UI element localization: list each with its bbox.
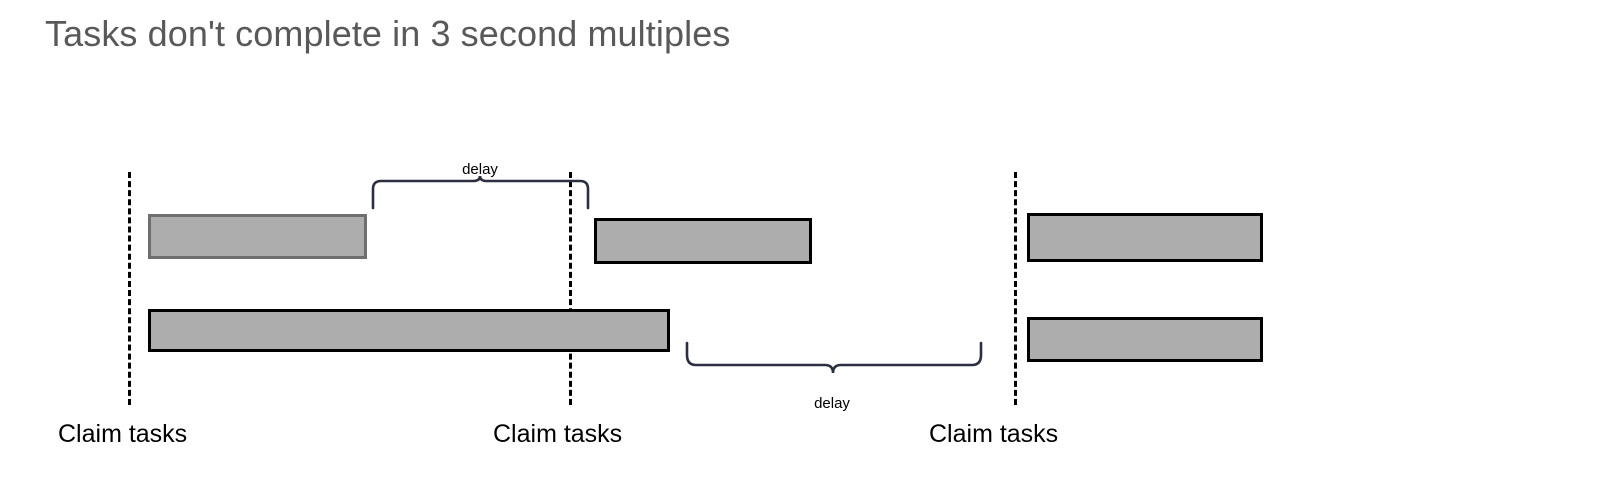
claim-tasks-marker-line-3 — [1014, 172, 1017, 405]
delay-brace-lower — [685, 341, 983, 374]
axis-label-claim-tasks-3: Claim tasks — [929, 420, 1059, 448]
task-bar-lane1-3 — [1027, 213, 1263, 262]
task-bar-lane1-2 — [594, 218, 812, 264]
page-title: Tasks don't complete in 3 second multipl… — [45, 13, 731, 54]
claim-tasks-marker-line-2 — [569, 172, 572, 405]
axis-label-claim-tasks-1: Claim tasks — [58, 420, 188, 448]
task-bar-lane2-1 — [148, 309, 670, 352]
delay-label-upper: delay — [462, 161, 498, 178]
task-bar-lane2-2 — [1027, 317, 1263, 362]
task-bar-lane1-1 — [148, 214, 367, 259]
delay-label-lower: delay — [814, 395, 850, 412]
delay-brace-upper — [371, 175, 590, 210]
claim-tasks-marker-line-1 — [128, 172, 131, 405]
axis-label-claim-tasks-2: Claim tasks — [493, 420, 623, 448]
